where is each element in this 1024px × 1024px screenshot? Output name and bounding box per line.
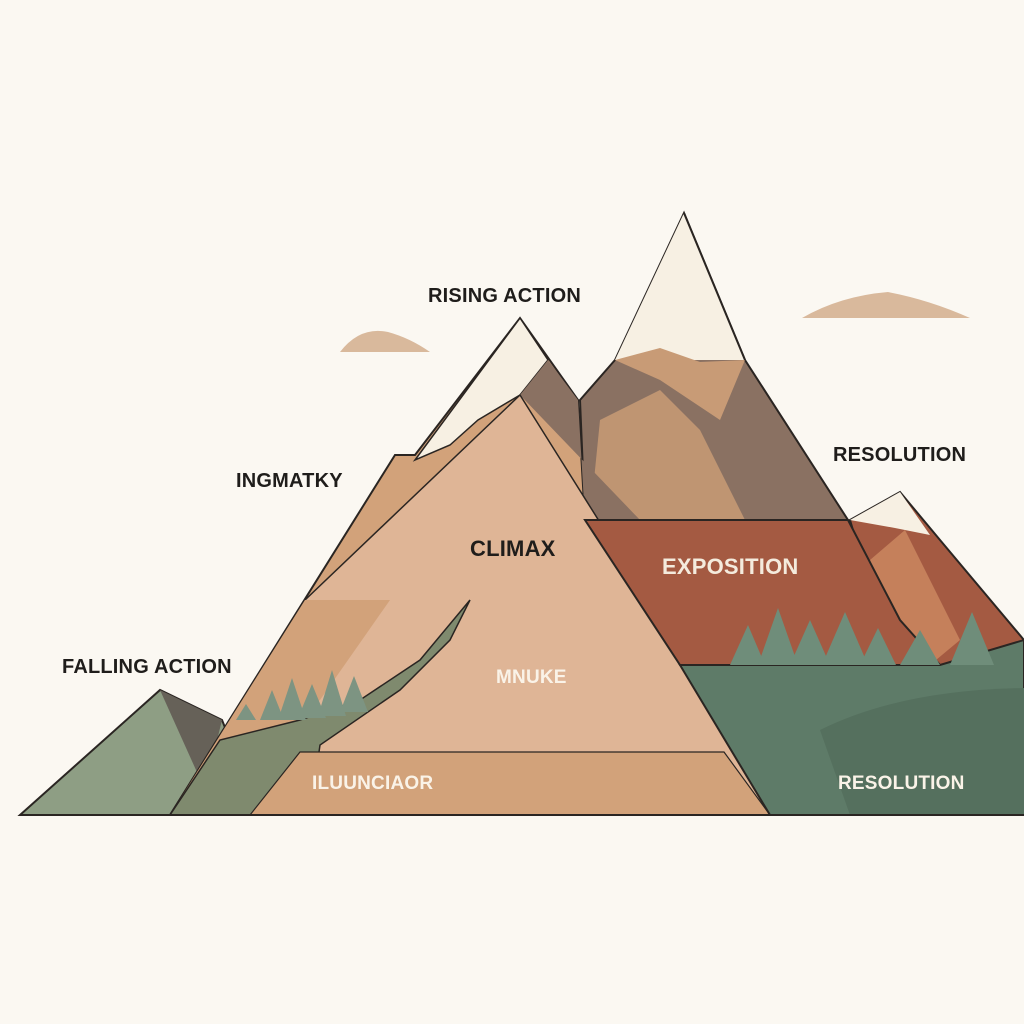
resolution-bottom-label: RESOLUTION bbox=[838, 773, 965, 794]
cloud-left bbox=[340, 330, 430, 352]
ingmatky-label: INGMATKY bbox=[236, 470, 343, 492]
cloud-right bbox=[802, 292, 970, 318]
mnuke-label: MNUKE bbox=[496, 667, 567, 688]
resolution-top-label: RESOLUTION bbox=[833, 444, 967, 466]
exposition-label: EXPOSITION bbox=[662, 554, 799, 579]
trees-right bbox=[730, 608, 994, 665]
trees-left bbox=[236, 670, 368, 720]
rising-action-label: RISING ACTION bbox=[428, 285, 581, 307]
climax-label: CLIMAX bbox=[470, 536, 556, 561]
falling-action-label: FALLING ACTION bbox=[62, 656, 232, 678]
illuncior-label: ILUUNCIAOR bbox=[312, 773, 434, 794]
